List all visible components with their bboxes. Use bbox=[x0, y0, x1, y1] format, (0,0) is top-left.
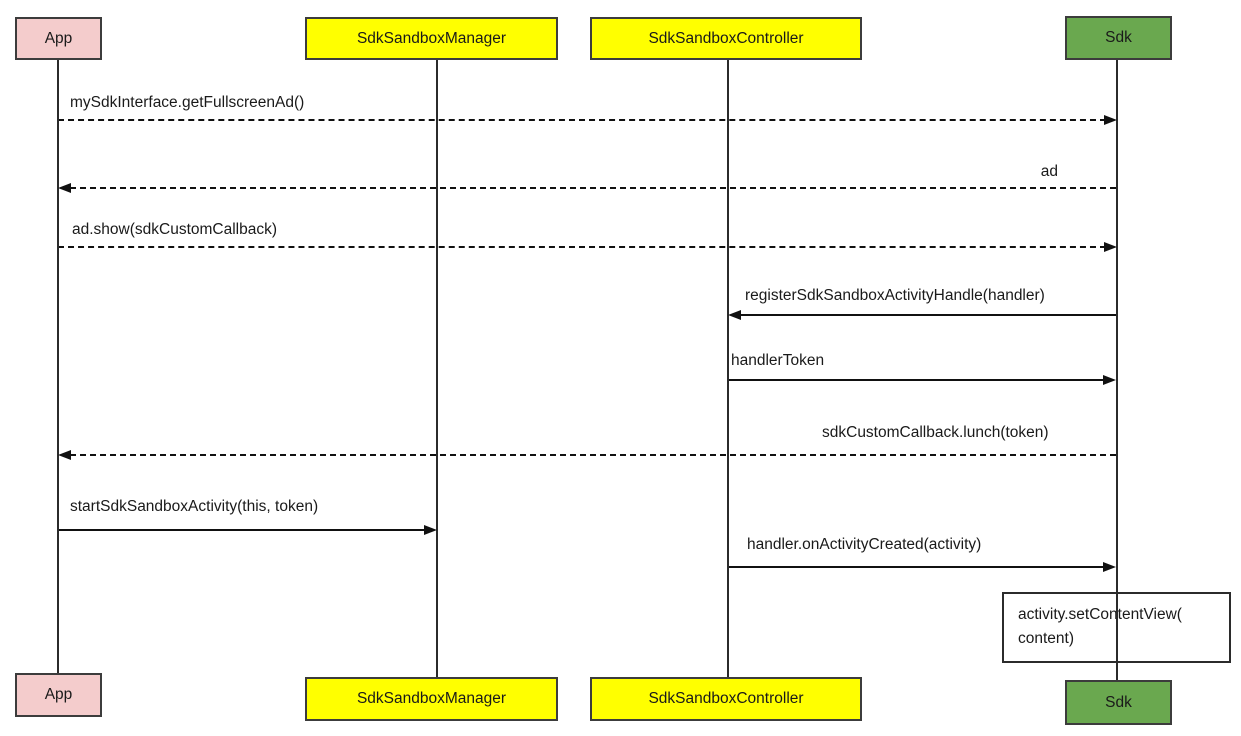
note-line-1: activity.setContentView( bbox=[1018, 606, 1182, 623]
participant-sdk-label: Sdk bbox=[1105, 693, 1132, 711]
lifeline-sdk bbox=[1116, 60, 1118, 680]
participant-sdk-sandbox-manager-label: SdkSandboxManager bbox=[356, 690, 507, 707]
message-label: handlerToken bbox=[731, 352, 825, 369]
arrowhead-right-icon bbox=[1103, 562, 1116, 572]
participant-app-top: App bbox=[15, 17, 102, 60]
message-line bbox=[58, 246, 1106, 248]
arrowhead-right-icon bbox=[424, 525, 437, 535]
participant-sdk-bottom: Sdk bbox=[1065, 680, 1172, 725]
participant-sdk-sandbox-controller-top: SdkSandboxController bbox=[590, 17, 862, 60]
message-line bbox=[58, 119, 1106, 121]
message-label: startSdkSandboxActivity(this, token) bbox=[70, 498, 319, 515]
participant-sdk-label: Sdk bbox=[1105, 29, 1132, 46]
arrowhead-left-icon bbox=[58, 450, 71, 460]
message-label: sdkCustomCallback.lunch(token) bbox=[822, 424, 1049, 441]
lifeline-sdk-sandbox-manager bbox=[436, 60, 438, 677]
participant-app-label: App bbox=[44, 29, 73, 47]
arrowhead-right-icon bbox=[1103, 375, 1116, 385]
participant-sdk-top: Sdk bbox=[1065, 16, 1172, 60]
lifeline-app bbox=[57, 60, 59, 673]
participant-sdk-sandbox-controller-label: SdkSandboxController bbox=[648, 29, 804, 47]
message-line bbox=[728, 566, 1105, 568]
message-line bbox=[728, 379, 1105, 381]
participant-app-bottom: App bbox=[15, 673, 102, 717]
participant-sdk-sandbox-manager-bottom: SdkSandboxManager bbox=[305, 677, 558, 721]
message-line bbox=[740, 314, 1116, 316]
message-label: ad bbox=[1040, 163, 1058, 180]
message-label: mySdkInterface.getFullscreenAd() bbox=[70, 94, 305, 111]
message-line bbox=[70, 454, 1116, 456]
participant-sdk-sandbox-controller-bottom: SdkSandboxController bbox=[590, 677, 862, 721]
arrowhead-left-icon bbox=[728, 310, 741, 320]
arrowhead-right-icon bbox=[1104, 115, 1117, 125]
message-line bbox=[70, 187, 1116, 189]
participant-app-label: App bbox=[44, 686, 73, 703]
participant-sdk-sandbox-manager-label: SdkSandboxManager bbox=[356, 29, 507, 47]
message-label: registerSdkSandboxActivityHandle(handler… bbox=[745, 287, 1045, 304]
message-label: handler.onActivityCreated(activity) bbox=[747, 536, 982, 553]
lifeline-sdk-sandbox-controller bbox=[727, 60, 729, 677]
participant-sdk-sandbox-controller-label: SdkSandboxController bbox=[648, 690, 804, 707]
participant-sdk-sandbox-manager-top: SdkSandboxManager bbox=[305, 17, 558, 60]
message-line bbox=[58, 529, 425, 531]
arrowhead-left-icon bbox=[58, 183, 71, 193]
note-line-2: content) bbox=[1018, 630, 1075, 647]
arrowhead-right-icon bbox=[1104, 242, 1117, 252]
message-label: ad.show(sdkCustomCallback) bbox=[72, 221, 278, 238]
